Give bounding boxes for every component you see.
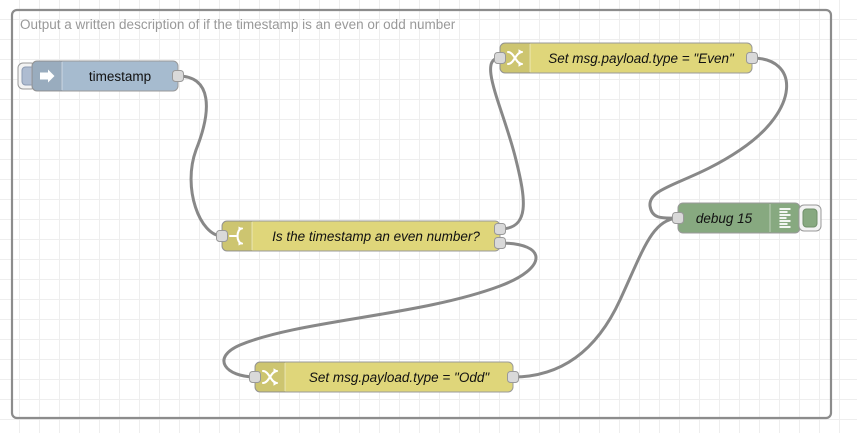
change-node-set-odd[interactable]: Set msg.payload.type = "Odd" xyxy=(249,361,519,393)
node-input-port[interactable] xyxy=(216,230,228,242)
node-label: Set msg.payload.type = "Even" xyxy=(548,51,735,66)
group-label: Output a written description of if the t… xyxy=(20,17,456,32)
node-input-port[interactable] xyxy=(672,212,684,224)
switch-node-is-even[interactable]: Is the timestamp an even number? xyxy=(216,220,506,252)
node-label: debug 15 xyxy=(696,211,753,226)
debug-node-15[interactable]: debug 15 xyxy=(672,202,822,234)
shuffle-swap-icon xyxy=(506,49,524,67)
debug-lines-icon xyxy=(779,208,791,228)
wire-switch-out1-to-change-even[interactable] xyxy=(489,56,525,231)
node-label: timestamp xyxy=(89,69,151,84)
node-output-port-1[interactable] xyxy=(494,223,506,235)
node-output-port-1[interactable] xyxy=(507,371,519,383)
inject-node-timestamp[interactable]: timestamp xyxy=(17,60,184,92)
debug-toggle-button-inner[interactable] xyxy=(802,208,818,228)
arrow-right-icon xyxy=(40,69,55,83)
change-node-set-even[interactable]: Set msg.payload.type = "Even" xyxy=(494,42,758,74)
shuffle-swap-icon xyxy=(261,368,279,386)
wires-layer xyxy=(176,56,788,379)
node-input-port[interactable] xyxy=(494,52,506,64)
wire-change-odd-to-debug[interactable] xyxy=(511,216,680,379)
node-output-port-1[interactable] xyxy=(746,52,758,64)
flow-group[interactable]: Output a written description of if the t… xyxy=(10,8,833,420)
node-output-port-2[interactable] xyxy=(494,237,506,249)
group-border[interactable] xyxy=(10,8,833,420)
node-output-port-1[interactable] xyxy=(172,70,184,82)
nodes-layer: timestamp Is the timestamp an even number… xyxy=(17,42,822,393)
node-input-port[interactable] xyxy=(249,371,261,383)
switch-branch-icon xyxy=(228,226,244,246)
node-label: Set msg.payload.type = "Odd" xyxy=(309,370,491,385)
wire-change-even-to-debug[interactable] xyxy=(648,56,788,220)
node-label: Is the timestamp an even number? xyxy=(272,229,480,244)
wire-switch-out2-to-change-odd[interactable] xyxy=(222,241,538,379)
wire-inject-to-switch[interactable] xyxy=(176,74,224,238)
